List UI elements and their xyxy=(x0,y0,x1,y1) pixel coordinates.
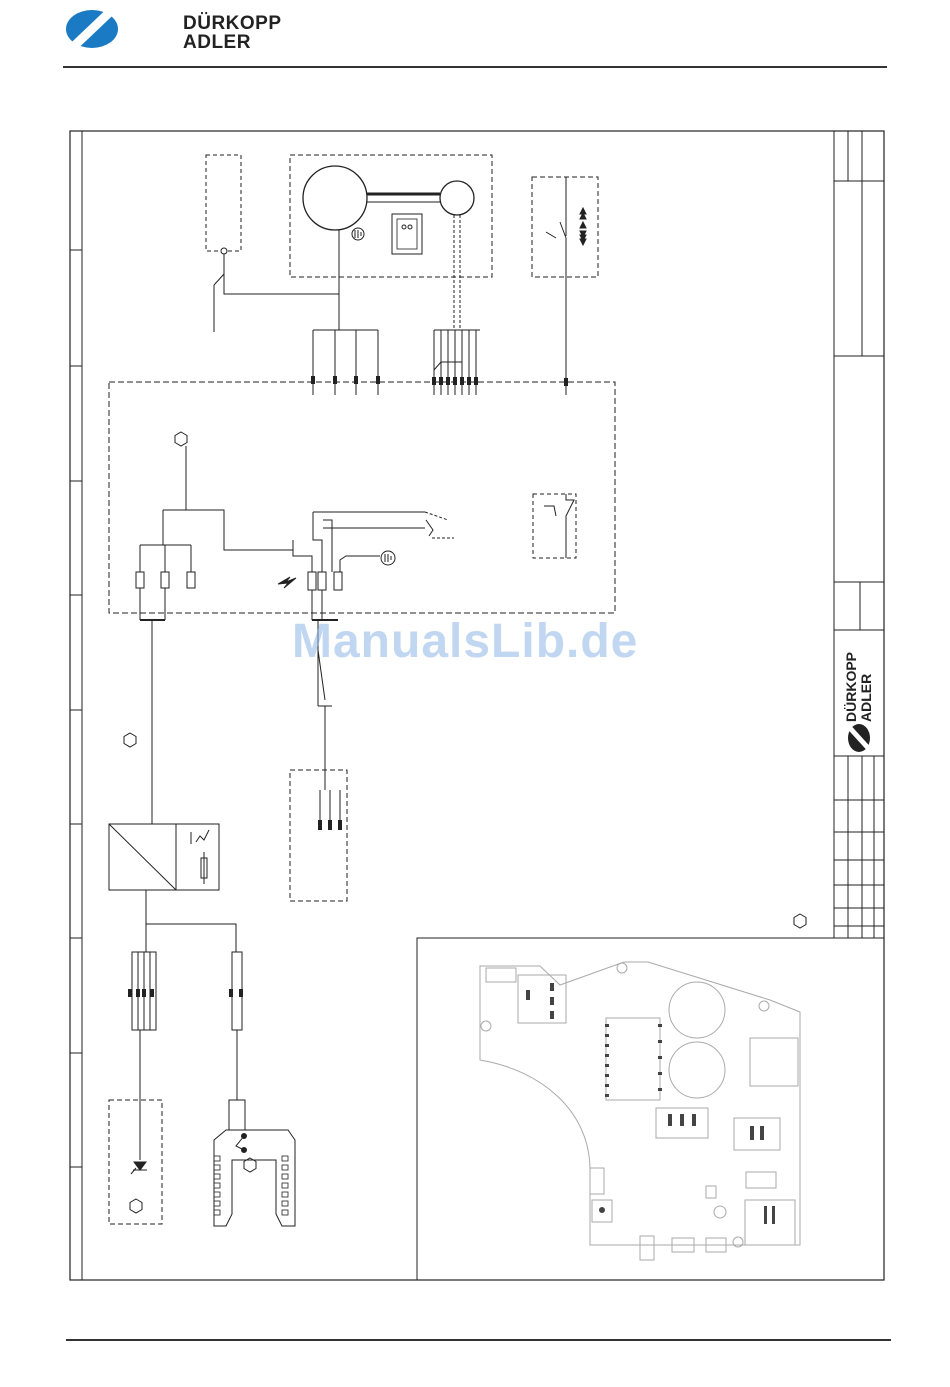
fuse-2-icon xyxy=(161,572,169,588)
motor-connector-lines xyxy=(311,330,380,395)
encoder-connector-lines xyxy=(432,330,480,395)
drawing-frame xyxy=(70,131,884,1280)
motor-large-icon xyxy=(303,166,367,230)
board-inset xyxy=(417,914,884,1280)
watermark: ManualsLib.de xyxy=(292,614,638,669)
sensor-branches xyxy=(128,890,243,1100)
left-margin-ticks xyxy=(70,250,82,1167)
board-marker-icon xyxy=(794,914,806,928)
title-block-brand-2: ADLER xyxy=(858,674,874,722)
title-block-brand-1: DÜRKOPP xyxy=(843,652,859,722)
motor-box xyxy=(290,155,492,330)
fuse-3-icon xyxy=(187,572,195,588)
title-block-logo: DÜRKOPP ADLER xyxy=(843,652,874,752)
top-sensor-box xyxy=(206,155,339,332)
control-unit-box xyxy=(109,382,615,620)
voltage-warning-icon xyxy=(278,577,296,588)
brake-icon xyxy=(392,214,422,254)
footer-rule xyxy=(66,1339,891,1341)
power-supply xyxy=(109,824,219,890)
fuse-1-icon xyxy=(136,572,144,588)
position-marker-icon xyxy=(175,432,187,446)
light-barrier-box xyxy=(109,1100,162,1224)
fork-sensor xyxy=(214,1100,295,1226)
cable-marker-icon xyxy=(124,733,136,747)
motor-small-icon xyxy=(440,181,474,215)
title-block: DÜRKOPP ADLER xyxy=(834,131,884,938)
main-cable xyxy=(124,620,152,824)
light-barrier-marker-icon xyxy=(130,1199,142,1213)
pedal-switch-box xyxy=(532,177,598,395)
